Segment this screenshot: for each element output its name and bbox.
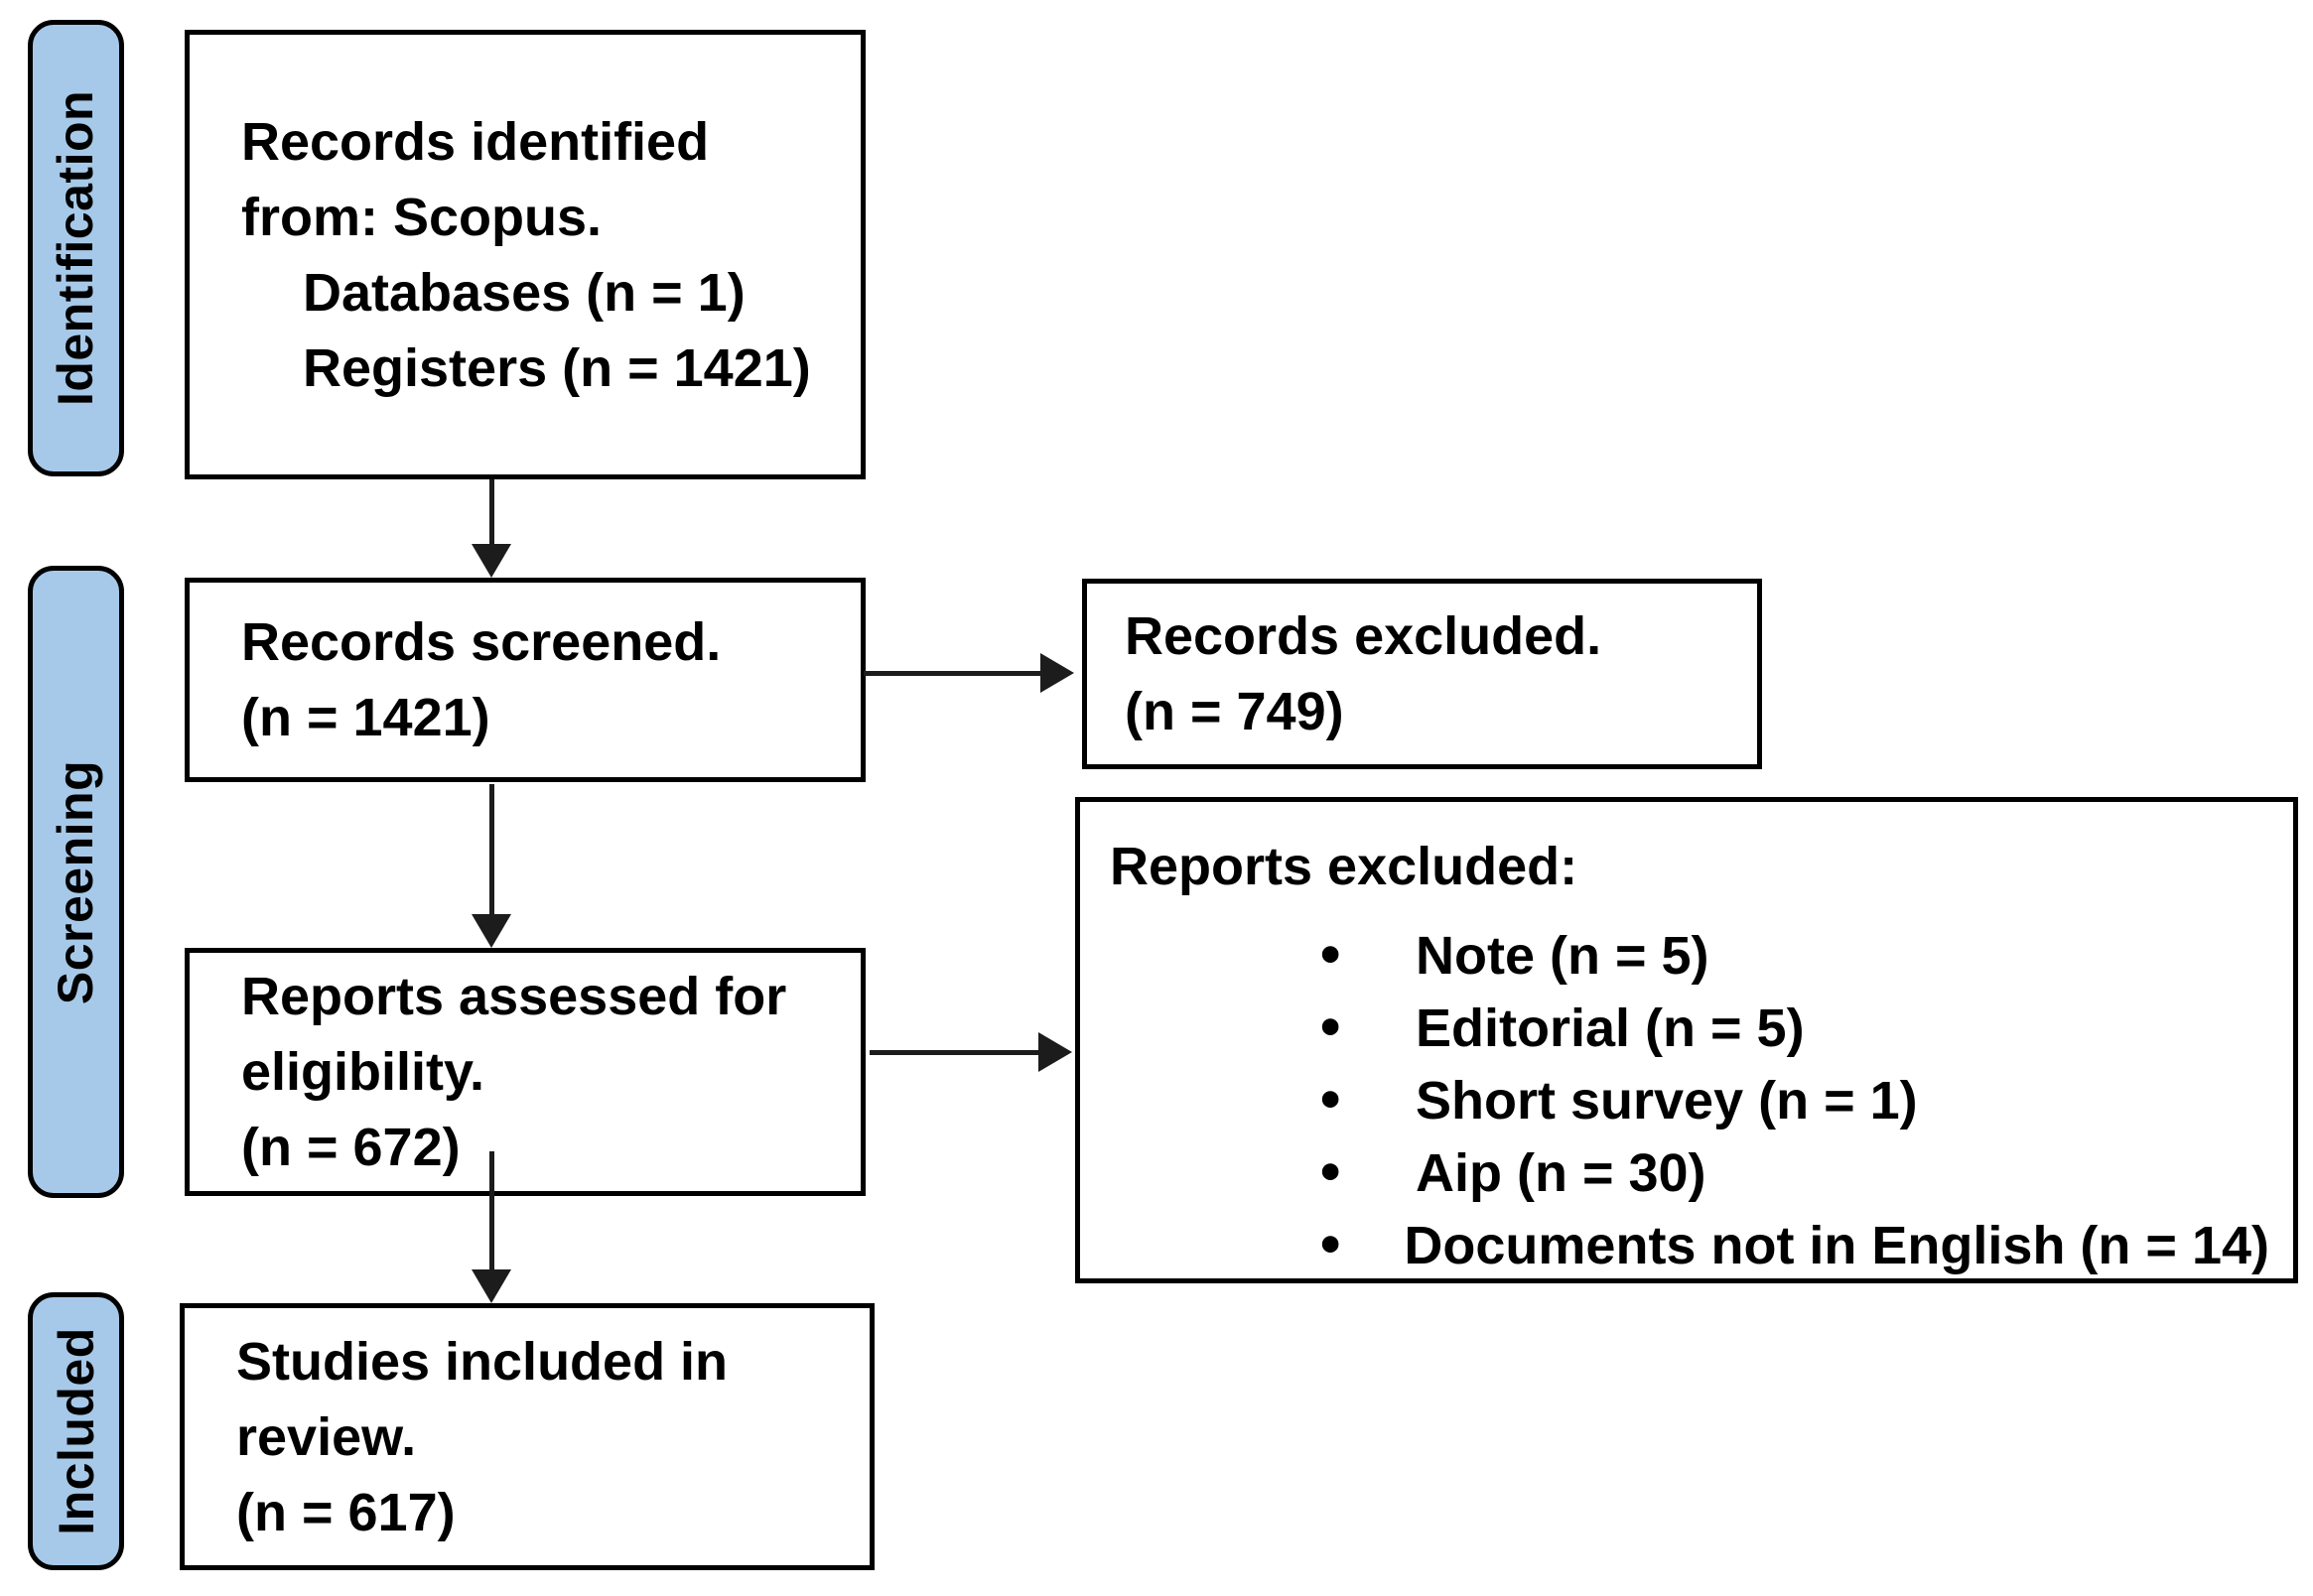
- arrow-assessed-to-included-head: [472, 1269, 511, 1303]
- reports-excluded-box: Reports excluded: • Note (n = 5) • Edito…: [1075, 797, 2298, 1283]
- stage-label-text: Identification: [48, 89, 104, 407]
- list-item-text: Editorial (n = 5): [1416, 998, 1805, 1058]
- box-line: (n = 617): [236, 1482, 456, 1542]
- stage-label-text: Included: [48, 1327, 104, 1535]
- list-item: • Short survey (n = 1): [1110, 1064, 2269, 1136]
- box-line: Databases (n = 1): [303, 262, 746, 323]
- list-item: • Editorial (n = 5): [1110, 992, 2269, 1064]
- bullet-icon: •: [1320, 1212, 1341, 1276]
- arrow-identified-to-screened-line: [489, 479, 494, 546]
- list-item: • Documents not in English (n = 14): [1110, 1209, 2269, 1281]
- box-line: Reports assessed for: [241, 967, 787, 1026]
- studies-included-box: Studies included in review. (n = 617): [180, 1303, 875, 1570]
- list-item-text: Aip (n = 30): [1416, 1143, 1706, 1203]
- list-item-text: Note (n = 5): [1416, 926, 1709, 986]
- box-line: Studies included in: [236, 1331, 729, 1392]
- reports-assessed-box: Reports assessed for eligibility. (n = 6…: [185, 948, 866, 1196]
- box-line: review.: [236, 1406, 417, 1467]
- records-identified-box: Records identified from: Scopus. Databas…: [185, 30, 866, 479]
- list-item: • Note (n = 5): [1110, 919, 2269, 992]
- list-item: • Aip (n = 30): [1110, 1136, 2269, 1209]
- bullet-icon: •: [1320, 995, 1341, 1059]
- bullet-icon: •: [1320, 1067, 1341, 1131]
- box-line: Records excluded.: [1125, 606, 1602, 666]
- box-line: (n = 1421): [241, 688, 490, 747]
- arrow-assessed-to-included-line: [489, 1151, 494, 1271]
- arrow-screened-to-excluded-line: [864, 671, 1042, 676]
- stage-label-text: Screening: [48, 759, 104, 1004]
- records-screened-box: Records screened. (n = 1421): [185, 578, 866, 782]
- box-line: Registers (n = 1421): [303, 337, 811, 398]
- box-line: (n = 749): [1125, 682, 1344, 741]
- stage-label-screening: Screening: [28, 566, 124, 1198]
- arrow-assessed-to-excluded-head: [1038, 1032, 1072, 1072]
- list-item-text: Documents not in English (n = 14): [1404, 1216, 2269, 1275]
- box-line: from: Scopus.: [241, 187, 603, 247]
- arrow-assessed-to-excluded-line: [870, 1050, 1040, 1055]
- arrow-screened-to-excluded-head: [1040, 653, 1074, 693]
- list-item-text: Short survey (n = 1): [1416, 1071, 1918, 1130]
- bullet-icon: •: [1320, 922, 1341, 987]
- box-line: Records screened.: [241, 612, 722, 672]
- box-line: (n = 672): [241, 1118, 461, 1177]
- box-title: Reports excluded:: [1110, 837, 1578, 896]
- stage-label-identification: Identification: [28, 20, 124, 476]
- stage-label-included: Included: [28, 1292, 124, 1570]
- arrow-screened-to-assessed-line: [489, 784, 494, 916]
- records-excluded-box: Records excluded. (n = 749): [1082, 579, 1762, 769]
- box-line: eligibility.: [241, 1042, 485, 1102]
- arrow-identified-to-screened-head: [472, 544, 511, 578]
- arrow-screened-to-assessed-head: [472, 914, 511, 948]
- bullet-icon: •: [1320, 1139, 1341, 1204]
- box-line: Records identified: [241, 111, 710, 172]
